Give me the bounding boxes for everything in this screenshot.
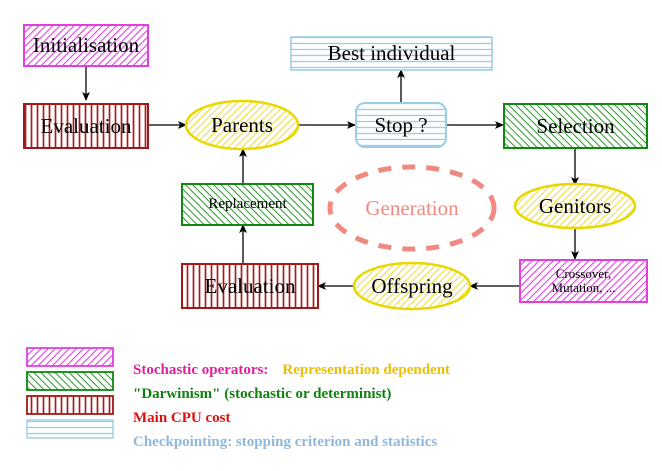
legend-row-cpu-cost: Main CPU cost xyxy=(118,393,231,444)
legend-row-darwinism: "Darwinism" (stochastic or determinist) xyxy=(118,369,391,420)
node-evaluation-top[interactable] xyxy=(23,103,149,149)
node-offspring[interactable] xyxy=(352,261,472,311)
node-best-individual[interactable] xyxy=(290,36,493,71)
legend-label-stochastic-operators: Stochastic operators: xyxy=(133,362,269,378)
legend-swatch-cpu-cost xyxy=(26,395,114,415)
legend-row-checkpointing: Checkpointing: stopping criterion and st… xyxy=(118,417,437,468)
legend-label-representation-dependent: Representation dependent xyxy=(282,362,451,378)
legend-swatch-darwinism xyxy=(26,371,114,391)
legend-row-stochastic: Stochastic operators: Representation depe… xyxy=(118,345,450,396)
node-selection[interactable] xyxy=(503,103,648,149)
legend-swatch-checkpointing xyxy=(26,419,114,439)
legend-label-checkpointing: Checkpointing: stopping criterion and st… xyxy=(133,434,438,450)
node-replacement[interactable] xyxy=(181,183,314,226)
node-initialisation[interactable] xyxy=(23,24,149,67)
edge-layer xyxy=(82,66,579,290)
legend-swatch-stochastic xyxy=(26,347,114,367)
node-parents[interactable] xyxy=(184,99,300,151)
legend-label-darwinism: "Darwinism" (stochastic or determinist) xyxy=(133,386,392,402)
node-generation xyxy=(327,164,497,252)
node-genitors[interactable] xyxy=(513,182,637,230)
node-stop[interactable] xyxy=(355,102,447,148)
node-crossover-mutation[interactable] xyxy=(519,259,648,303)
legend-label-main-cpu-cost: Main CPU cost xyxy=(133,410,231,426)
node-evaluation-bottom[interactable] xyxy=(181,263,319,309)
